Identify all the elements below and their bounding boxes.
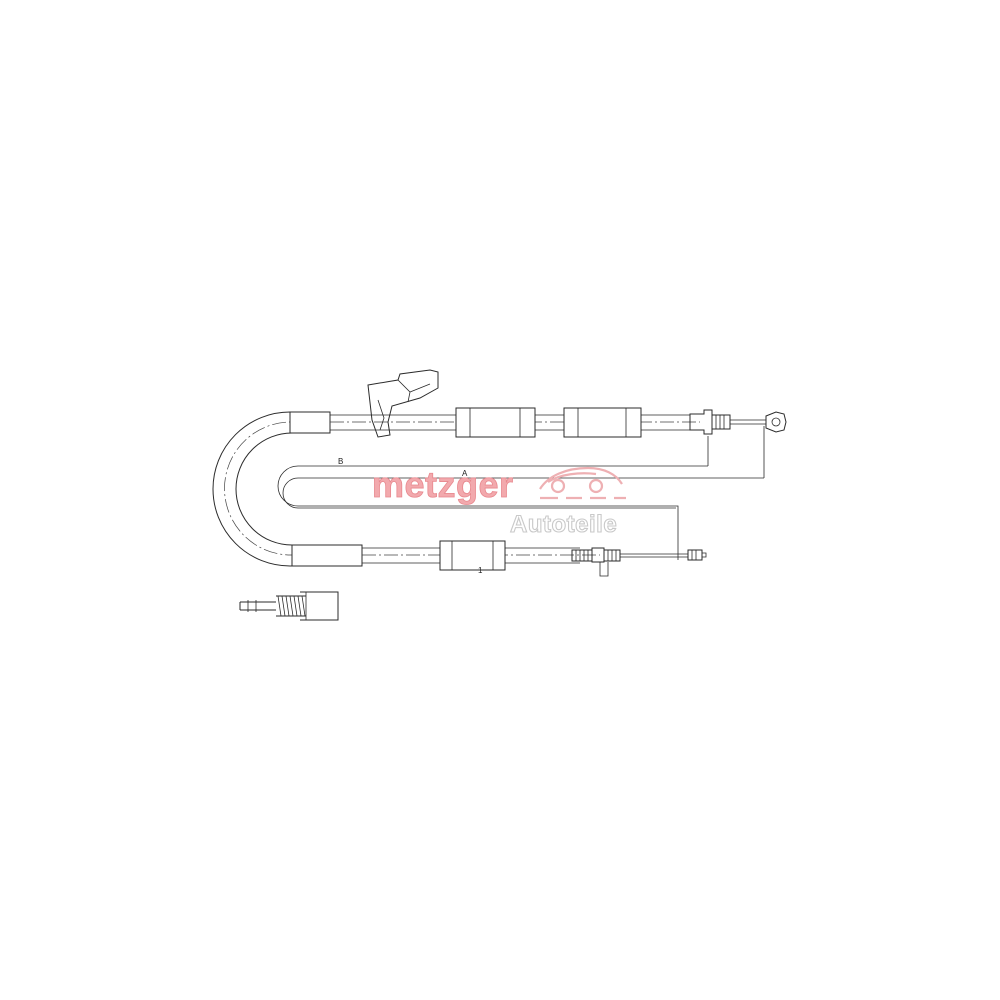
watermark: metzger Autoteile — [372, 464, 626, 539]
watermark-brand: metzger — [372, 464, 514, 505]
cable-detail-view — [239, 591, 339, 621]
upper-cable — [289, 407, 700, 438]
mounting-bracket — [367, 369, 439, 438]
grommet-3 — [439, 540, 506, 571]
upper-end-sleeve — [289, 411, 331, 434]
lower-end-sleeve — [291, 544, 363, 567]
grommet-2 — [563, 407, 642, 438]
dimension-label-b: B — [338, 457, 343, 466]
upper-end-fitting — [689, 409, 787, 435]
dimension-label-one: 1 — [478, 566, 483, 575]
dimension-lines: B A — [277, 426, 765, 560]
cable-loop — [212, 411, 362, 567]
lower-end-fitting — [571, 547, 707, 577]
watermark-subtitle: Autoteile — [510, 511, 617, 538]
lower-cable: 1 — [291, 540, 600, 575]
car-outline-icon — [539, 466, 626, 500]
grommet-1 — [455, 407, 536, 438]
dimension-label-a: A — [462, 469, 468, 478]
